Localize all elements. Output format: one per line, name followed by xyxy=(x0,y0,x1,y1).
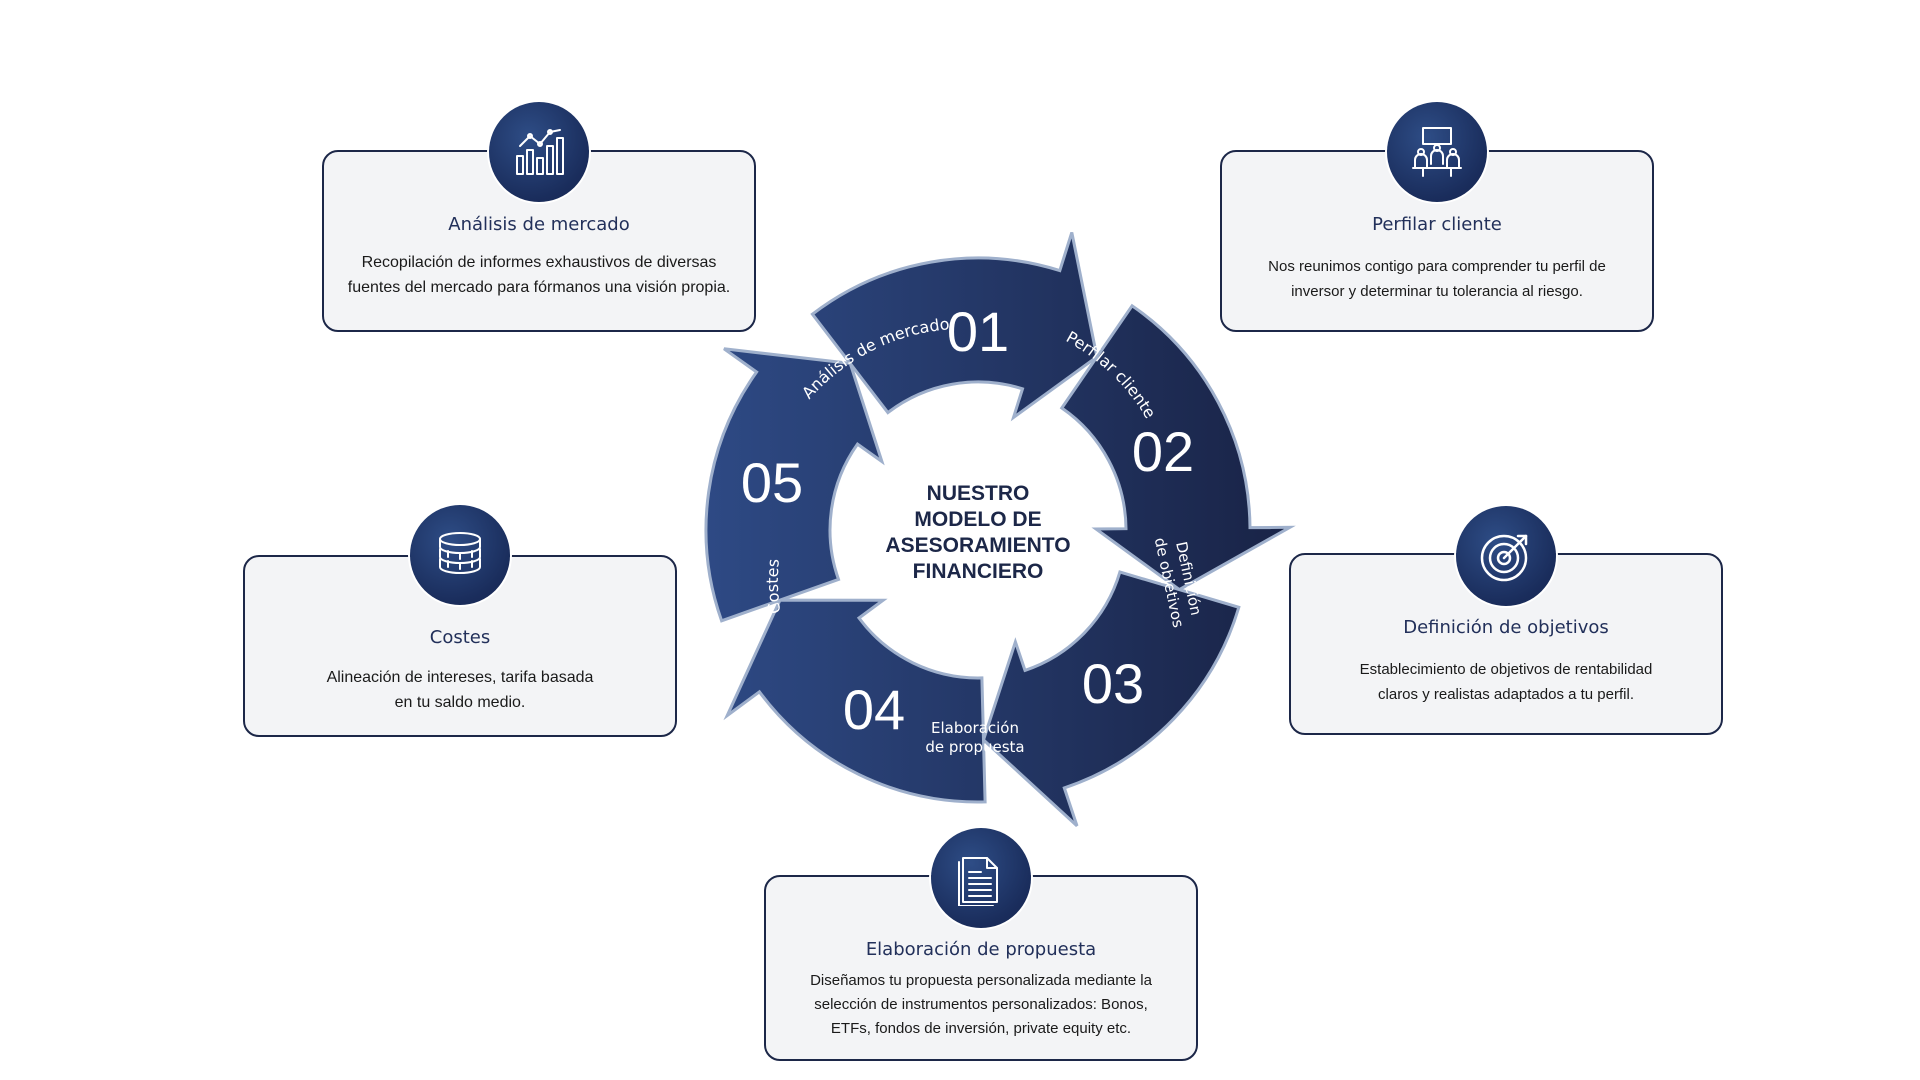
card-description-line: Nos reunimos contigo para comprender tu … xyxy=(1268,258,1606,275)
card-title: Definición de objetivos xyxy=(1403,617,1609,638)
card-description-line: claros y realistas adaptados a tu perfil… xyxy=(1378,686,1634,703)
card-description-line: fuentes del mercado para fórmanos una vi… xyxy=(347,279,731,296)
center-title-line-2: MODELO DE xyxy=(914,508,1042,531)
card-description-line: Establecimiento de objetivos de rentabil… xyxy=(1359,661,1653,678)
step-02-number: 02 xyxy=(1132,420,1194,483)
document-icon xyxy=(931,828,1031,928)
cycle-arrow-step-4 xyxy=(723,598,987,804)
center-title-line-4: FINANCIERO xyxy=(912,560,1044,583)
step-04-number: 04 xyxy=(843,678,905,741)
card-description: Recopilación de informes exhaustivos de … xyxy=(344,250,734,300)
card-title: Elaboración de propuesta xyxy=(865,939,1097,960)
meeting-presentation-icon xyxy=(1387,102,1487,202)
card-description-line: en tu saldo medio. xyxy=(394,694,526,711)
step-04-arrow-label-line2: de propuesta xyxy=(925,738,1024,756)
cycle-arrow-step-2 xyxy=(1059,303,1296,592)
card-analisis-de-mercado: Análisis de mercado Recopilación de info… xyxy=(322,150,756,332)
cycle-arrow-step-1 xyxy=(810,231,1099,422)
card-description: Nos reunimos contigo para comprender tu … xyxy=(1242,254,1632,304)
card-description: Alineación de intereses, tarifa basada e… xyxy=(265,665,655,715)
card-title: Análisis de mercado xyxy=(448,214,630,235)
bar-chart-trend-icon xyxy=(489,102,589,202)
cycle-arrow-step-5 xyxy=(704,347,885,623)
center-title-line-1: NUESTRO xyxy=(926,482,1030,505)
step-03-number: 03 xyxy=(1082,652,1144,715)
card-description-line: Diseñamos tu propuesta personalizada med… xyxy=(810,972,1152,989)
coins-icon xyxy=(410,505,510,605)
card-description-line: Recopilación de informes exhaustivos de … xyxy=(361,254,717,271)
card-description-line: Alineación de intereses, tarifa basada xyxy=(326,669,594,686)
step-01-number: 01 xyxy=(947,300,1009,363)
card-description: Establecimiento de objetivos de rentabil… xyxy=(1311,657,1701,707)
cycle-arrow-step-3 xyxy=(981,570,1241,828)
card-description-line: ETFs, fondos de inversión, private equit… xyxy=(830,1020,1132,1037)
target-icon xyxy=(1456,506,1556,606)
card-description-line: inversor y determinar tu tolerancia al r… xyxy=(1291,283,1583,300)
step-05-arrow-label: Costes xyxy=(763,558,785,615)
card-description: Diseñamos tu propuesta personalizada med… xyxy=(786,969,1176,1041)
center-title: NUESTRO MODELO DE ASESORAMIENTO FINANCIE… xyxy=(862,481,1094,585)
step-05-number: 05 xyxy=(741,451,803,514)
center-title-line-3: ASESORAMIENTO xyxy=(885,534,1071,557)
card-title: Costes xyxy=(429,627,491,648)
card-description-line: selección de instrumentos personalizados… xyxy=(814,996,1148,1013)
step-04-arrow-label-line1: Elaboración xyxy=(931,719,1019,737)
card-title: Perfilar cliente xyxy=(1372,214,1502,235)
